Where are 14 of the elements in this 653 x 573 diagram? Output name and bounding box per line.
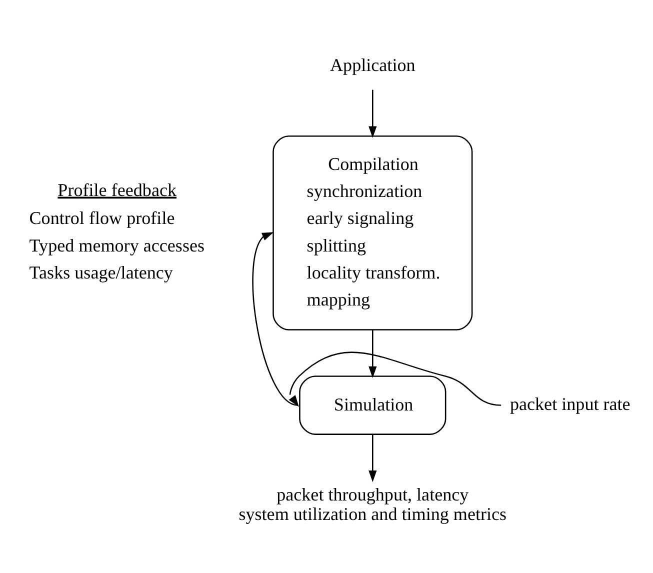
arrow [252, 232, 298, 406]
node-box: Simulation [299, 376, 446, 435]
label: Typed memory accesses [29, 235, 205, 256]
label: Control flow profile [29, 208, 175, 228]
node-text: packet input rate [510, 394, 630, 414]
label: Profile feedback [58, 180, 177, 200]
arrow [368, 434, 377, 482]
arrow [368, 90, 377, 138]
arrow [368, 330, 377, 378]
node-text: Application [330, 55, 416, 76]
arrow [288, 352, 502, 407]
label: Tasks usage/latency [29, 262, 173, 282]
node-text: packet throughput, latency system utilization and timing metrics [238, 484, 507, 524]
node-box: Compilation synchronization early signaling splitting locality transform. mapping [272, 135, 473, 330]
